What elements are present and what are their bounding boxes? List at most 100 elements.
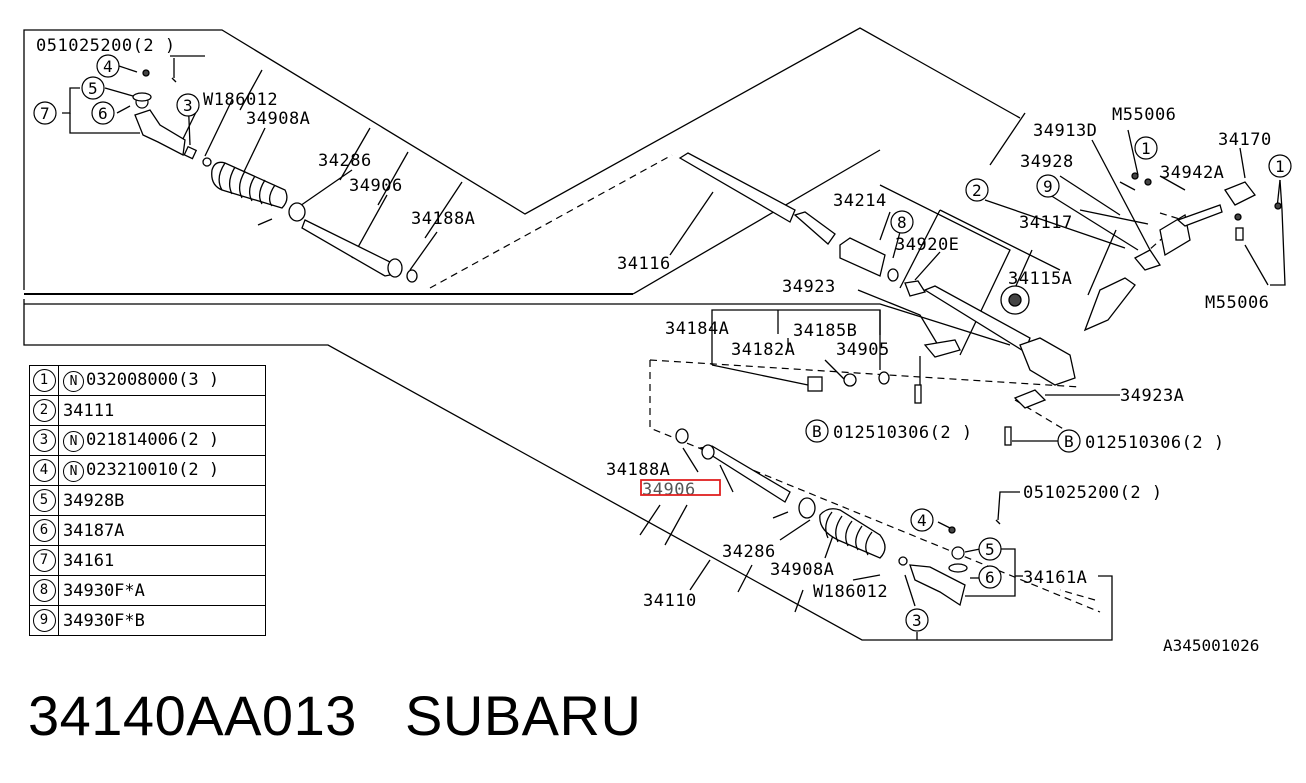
callout-3-bot: 3 bbox=[905, 608, 929, 632]
legend-number: 6 bbox=[29, 515, 59, 546]
svg-text:8: 8 bbox=[897, 213, 907, 232]
inner-rod-top bbox=[301, 219, 418, 283]
label-34928: 34928 bbox=[1020, 152, 1074, 172]
callout-9: 9 bbox=[1036, 174, 1060, 198]
label-34115a: 34115A bbox=[1008, 269, 1072, 289]
frame-lines bbox=[23, 27, 1113, 641]
legend-part: 34930F*B bbox=[58, 605, 266, 636]
legend-part-number: 023210010(2 ) bbox=[86, 459, 220, 480]
n-mark-icon: N bbox=[63, 460, 84, 482]
pipe-34116 bbox=[678, 152, 836, 245]
legend-number: 9 bbox=[29, 605, 59, 636]
highlight-box bbox=[640, 479, 721, 496]
svg-text:B: B bbox=[812, 422, 822, 441]
label-w186012-bot: W186012 bbox=[813, 582, 888, 602]
leader-lines bbox=[62, 55, 1286, 640]
callout-6-bot: 6 bbox=[978, 565, 1002, 589]
legend-part-number: 021814006(2 ) bbox=[86, 429, 220, 450]
legend-number-circle: 7 bbox=[32, 549, 56, 572]
footer-title: 34140AA013 SUBARU bbox=[28, 684, 642, 747]
label-m55006-bot: M55006 bbox=[1205, 293, 1269, 313]
callout-2: 2 bbox=[965, 178, 989, 202]
legend-number: 8 bbox=[29, 575, 59, 606]
legend-number: 2 bbox=[29, 395, 59, 426]
label-nut-bot: 34188A bbox=[606, 460, 670, 480]
callout-1-a: 1 bbox=[1134, 136, 1158, 160]
callout-b2: B bbox=[1057, 429, 1081, 453]
legend-part-number: 032008000(3 ) bbox=[86, 369, 220, 390]
legend-number-circle: 8 bbox=[32, 579, 56, 602]
label-clip-top: 34286 bbox=[318, 151, 372, 171]
callout-8: 8 bbox=[890, 210, 914, 234]
legend-number-circle: 3 bbox=[32, 429, 56, 452]
legend-number: 3 bbox=[29, 425, 59, 456]
legend-row: 9 34930F*B bbox=[29, 605, 266, 636]
legend-number-circle: 6 bbox=[32, 519, 56, 542]
label-bolt-top: 051025200(2 ) bbox=[36, 36, 176, 56]
label-bolt-b2: 012510306(2 ) bbox=[1085, 433, 1225, 453]
legend-number-circle: 5 bbox=[32, 489, 56, 512]
svg-text:5: 5 bbox=[88, 79, 98, 98]
label-34185b: 34185B bbox=[793, 321, 857, 341]
label-34920e: 34920E bbox=[895, 235, 959, 255]
callout-3-top: 3 bbox=[176, 93, 200, 117]
rack-housing bbox=[839, 172, 1282, 386]
callout-7: 7 bbox=[33, 101, 57, 125]
legend-row: 5 34928B bbox=[29, 485, 266, 516]
legend-part-number: 34930F*A bbox=[63, 580, 145, 601]
callout-4-bot: 4 bbox=[910, 508, 934, 532]
svg-text:5: 5 bbox=[985, 540, 995, 559]
legend-part: 34111 bbox=[58, 395, 266, 426]
legend-part: 34161 bbox=[58, 545, 266, 576]
callout-5-bot: 5 bbox=[978, 537, 1002, 561]
callout-6-top: 6 bbox=[91, 101, 115, 125]
legend-number-circle: 9 bbox=[32, 609, 56, 632]
legend-part: 34928B bbox=[58, 485, 266, 516]
label-rod-bot: 34906 bbox=[642, 480, 696, 500]
legend-part-number: 34187A bbox=[63, 520, 125, 541]
legend-part: 34930F*A bbox=[58, 575, 266, 606]
svg-text:3: 3 bbox=[912, 611, 922, 630]
label-m55006-top: M55006 bbox=[1112, 105, 1176, 125]
legend-number: 4 bbox=[29, 455, 59, 486]
n-mark-icon: N bbox=[63, 430, 84, 452]
callouts: 4 5 7 6 3 2 9 8 1 1 B B 4 5 6 3 bbox=[33, 54, 1292, 632]
label-assembly: 34110 bbox=[643, 591, 697, 611]
label-34184a: 34184A bbox=[665, 319, 729, 339]
label-34942a: 34942A bbox=[1160, 163, 1224, 183]
callout-1-b: 1 bbox=[1268, 154, 1292, 178]
label-clip-bot: 34286 bbox=[722, 542, 776, 562]
brackets-middle bbox=[807, 339, 1047, 446]
boot-top bbox=[211, 161, 306, 226]
svg-text:6: 6 bbox=[985, 568, 995, 587]
n-mark-icon: N bbox=[63, 370, 84, 392]
label-tie-end: 34161A bbox=[1023, 568, 1087, 588]
label-bolt-bot: 051025200(2 ) bbox=[1023, 483, 1163, 503]
callout-5-top: 5 bbox=[81, 76, 105, 100]
svg-text:9: 9 bbox=[1043, 177, 1053, 196]
label-34117: 34117 bbox=[1019, 213, 1073, 233]
legend-part-number: 34930F*B bbox=[63, 610, 145, 631]
svg-text:6: 6 bbox=[98, 104, 108, 123]
svg-text:3: 3 bbox=[183, 96, 193, 115]
svg-text:B: B bbox=[1064, 432, 1074, 451]
legend-part-number: 34928B bbox=[63, 490, 125, 511]
tie-rod-end-top bbox=[132, 69, 212, 167]
legend-part: 34187A bbox=[58, 515, 266, 546]
legend-number-circle: 2 bbox=[32, 399, 56, 422]
svg-text:4: 4 bbox=[103, 57, 113, 76]
svg-text:1: 1 bbox=[1275, 157, 1285, 176]
legend-row: 6 34187A bbox=[29, 515, 266, 546]
svg-text:7: 7 bbox=[40, 104, 50, 123]
legend-number: 7 bbox=[29, 545, 59, 576]
legend-part-number: 34161 bbox=[63, 550, 115, 571]
legend-number-circle: 1 bbox=[32, 369, 56, 392]
svg-text:2: 2 bbox=[972, 181, 982, 200]
